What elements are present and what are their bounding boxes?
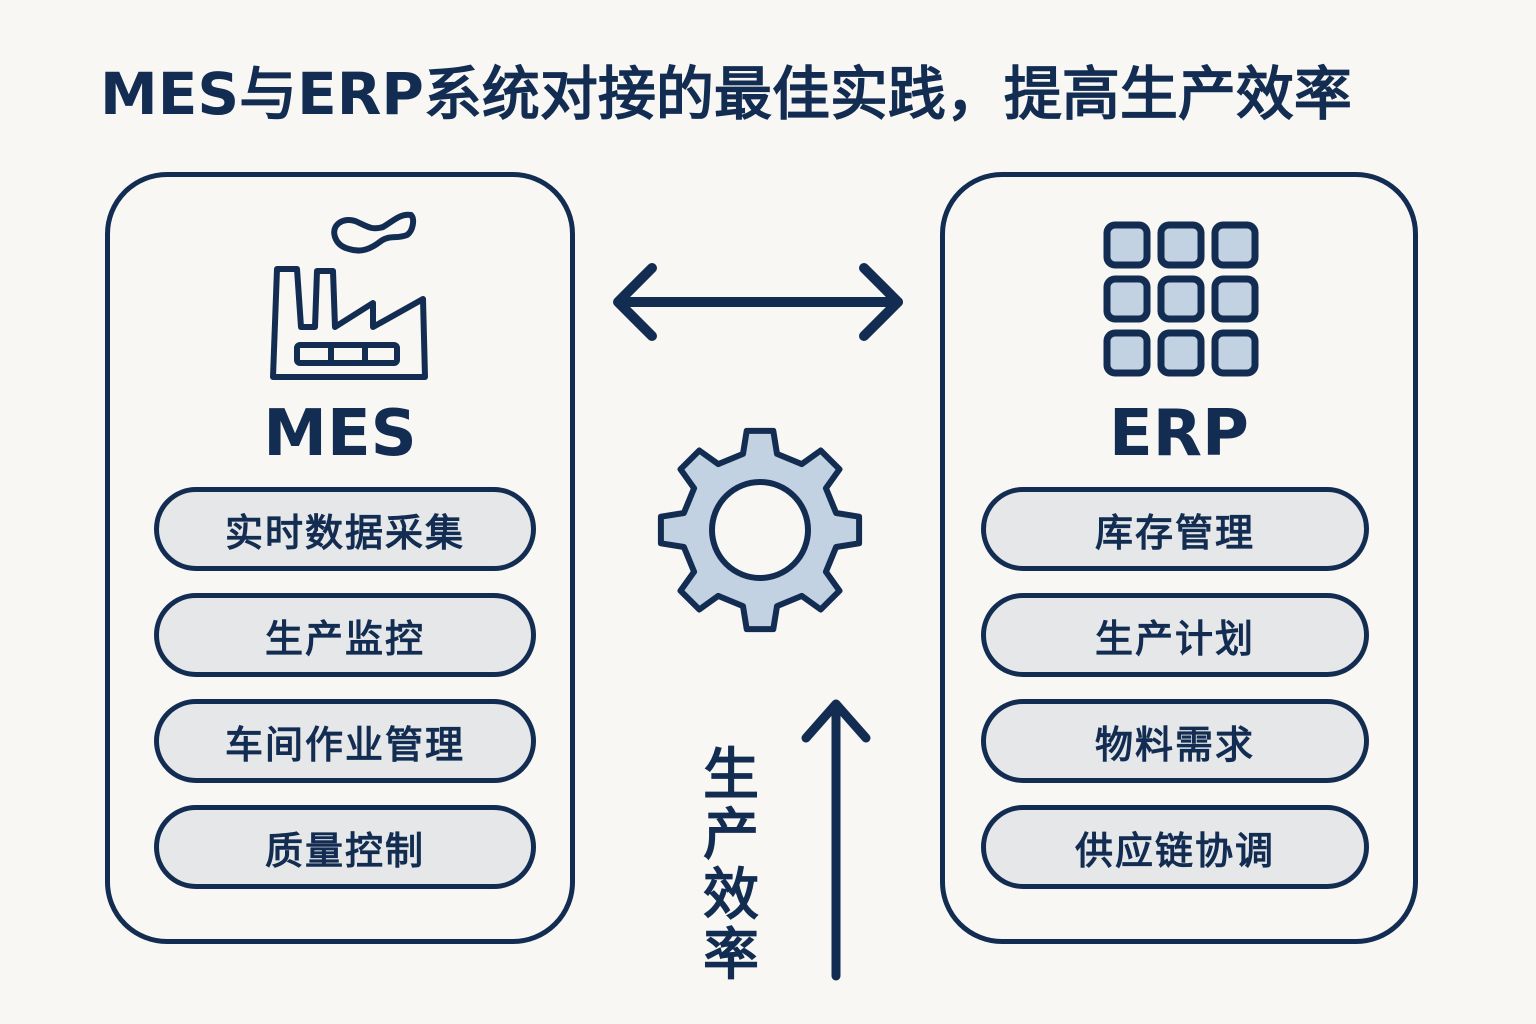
mes-feature-pill: 生产监控 — [154, 593, 536, 677]
mes-feature-pill: 实时数据采集 — [154, 487, 536, 571]
efficiency-char: 产 — [703, 803, 759, 868]
erp-feature-pill: 供应链协调 — [981, 805, 1369, 889]
mes-feature-pill: 车间作业管理 — [154, 699, 536, 783]
efficiency-char: 率 — [703, 923, 759, 988]
erp-panel: ERP 库存管理 生产计划 物料需求 供应链协调 — [940, 172, 1418, 944]
erp-feature-pill: 生产计划 — [981, 593, 1369, 677]
efficiency-label: 生 产 效 率 — [700, 746, 762, 986]
efficiency-char: 生 — [703, 743, 759, 808]
mes-label: MES — [263, 397, 417, 471]
factory-icon — [265, 207, 445, 387]
mes-panel: MES 实时数据采集 生产监控 车间作业管理 质量控制 — [105, 172, 575, 944]
arrow-up-icon — [801, 699, 871, 981]
efficiency-char: 效 — [703, 863, 759, 928]
erp-feature-pill: 库存管理 — [981, 487, 1369, 571]
erp-label: ERP — [1109, 397, 1249, 471]
grid-icon — [1097, 217, 1267, 387]
mes-feature-pill: 质量控制 — [154, 805, 536, 889]
page-title: MES与ERP系统对接的最佳实践，提高生产效率 — [100, 60, 1352, 128]
erp-feature-pill: 物料需求 — [981, 699, 1369, 783]
gear-icon — [657, 427, 863, 633]
double-arrow-icon — [613, 263, 903, 341]
